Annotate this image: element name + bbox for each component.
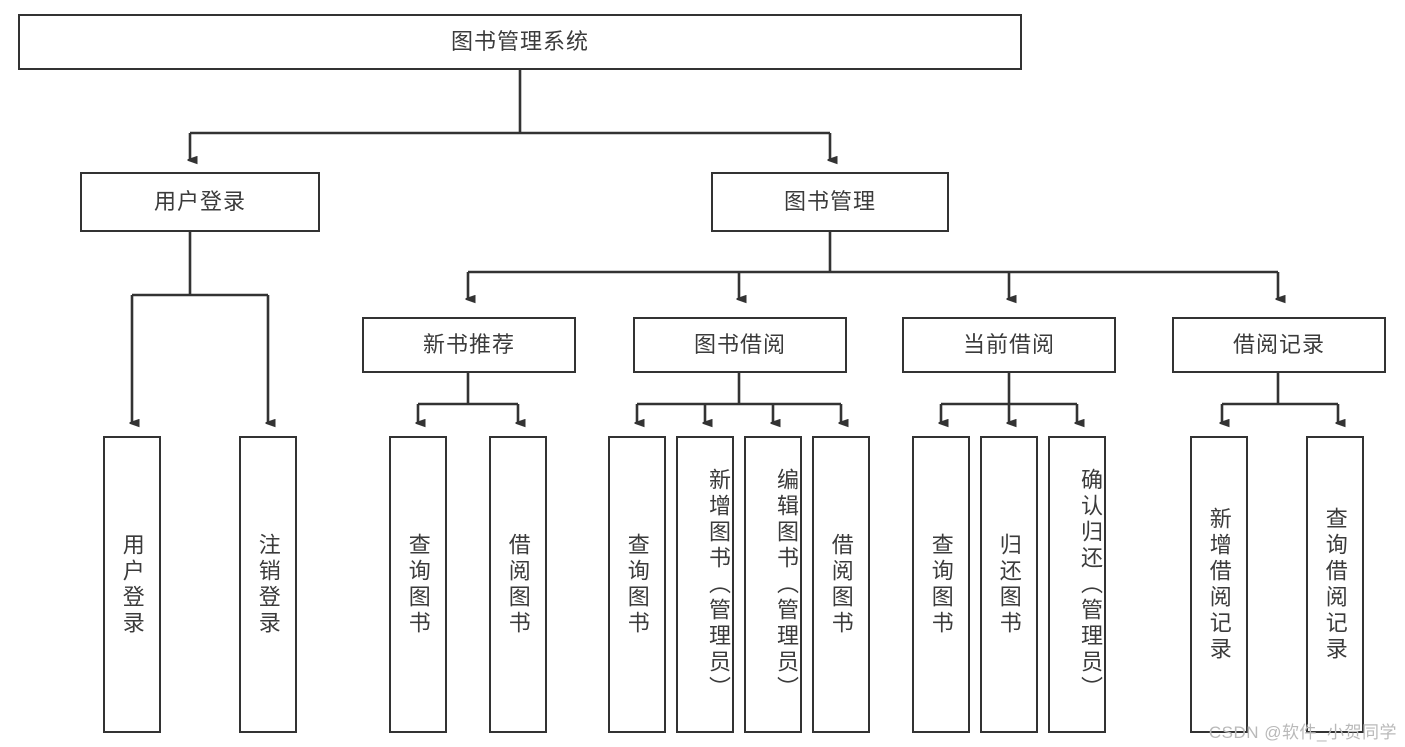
node-label: 借阅图书 <box>828 532 854 637</box>
node-label: 图书借阅 <box>693 331 786 357</box>
node-label: 注销登录 <box>255 532 281 637</box>
node-label: 确认归还（管理员） <box>1078 467 1103 702</box>
node-label: 归还图书 <box>996 532 1022 637</box>
node-new-book-recommend[interactable]: 新书推荐 <box>362 317 576 373</box>
node-label: 用户登录 <box>119 532 145 637</box>
node-current-borrow[interactable]: 当前借阅 <box>902 317 1116 373</box>
node-root-system[interactable]: 图书管理系统 <box>18 14 1022 70</box>
leaf-user-login[interactable]: 用户登录 <box>103 436 161 733</box>
node-borrow-record[interactable]: 借阅记录 <box>1172 317 1386 373</box>
leaf-query-borrow-record[interactable]: 查询借阅记录 <box>1306 436 1364 733</box>
node-label: 编辑图书（管理员） <box>774 467 799 702</box>
watermark: CSDN @软件_小贺同学 <box>1208 723 1397 742</box>
node-label: 图书管理系统 <box>450 28 589 54</box>
leaf-add-borrow-record[interactable]: 新增借阅记录 <box>1190 436 1248 733</box>
node-label: 借阅记录 <box>1232 331 1325 357</box>
leaf-borrow-book-recommend[interactable]: 借阅图书 <box>489 436 547 733</box>
node-label: 新增图书（管理员） <box>706 467 731 702</box>
leaf-edit-book-admin[interactable]: 编辑图书（管理员） <box>744 436 802 733</box>
leaf-add-book-admin[interactable]: 新增图书（管理员） <box>676 436 734 733</box>
leaf-query-book-recommend[interactable]: 查询图书 <box>389 436 447 733</box>
leaf-query-book-borrow[interactable]: 查询图书 <box>608 436 666 733</box>
leaf-logout[interactable]: 注销登录 <box>239 436 297 733</box>
leaf-return-book[interactable]: 归还图书 <box>980 436 1038 733</box>
node-label: 查询借阅记录 <box>1322 506 1348 663</box>
node-book-borrow[interactable]: 图书借阅 <box>633 317 847 373</box>
leaf-confirm-return-admin[interactable]: 确认归还（管理员） <box>1048 436 1106 733</box>
node-label: 当前借阅 <box>962 331 1055 357</box>
node-label: 图书管理 <box>783 188 876 214</box>
node-label: 新增借阅记录 <box>1206 506 1232 663</box>
node-label: 查询图书 <box>405 532 431 637</box>
node-label: 借阅图书 <box>505 532 531 637</box>
leaf-borrow-book[interactable]: 借阅图书 <box>812 436 870 733</box>
node-user-login[interactable]: 用户登录 <box>80 172 320 232</box>
node-label: 查询图书 <box>928 532 954 637</box>
node-label: 查询图书 <box>624 532 650 637</box>
node-book-management[interactable]: 图书管理 <box>711 172 949 232</box>
node-label: 用户登录 <box>153 188 246 214</box>
node-label: 新书推荐 <box>422 331 515 357</box>
leaf-query-book-current[interactable]: 查询图书 <box>912 436 970 733</box>
